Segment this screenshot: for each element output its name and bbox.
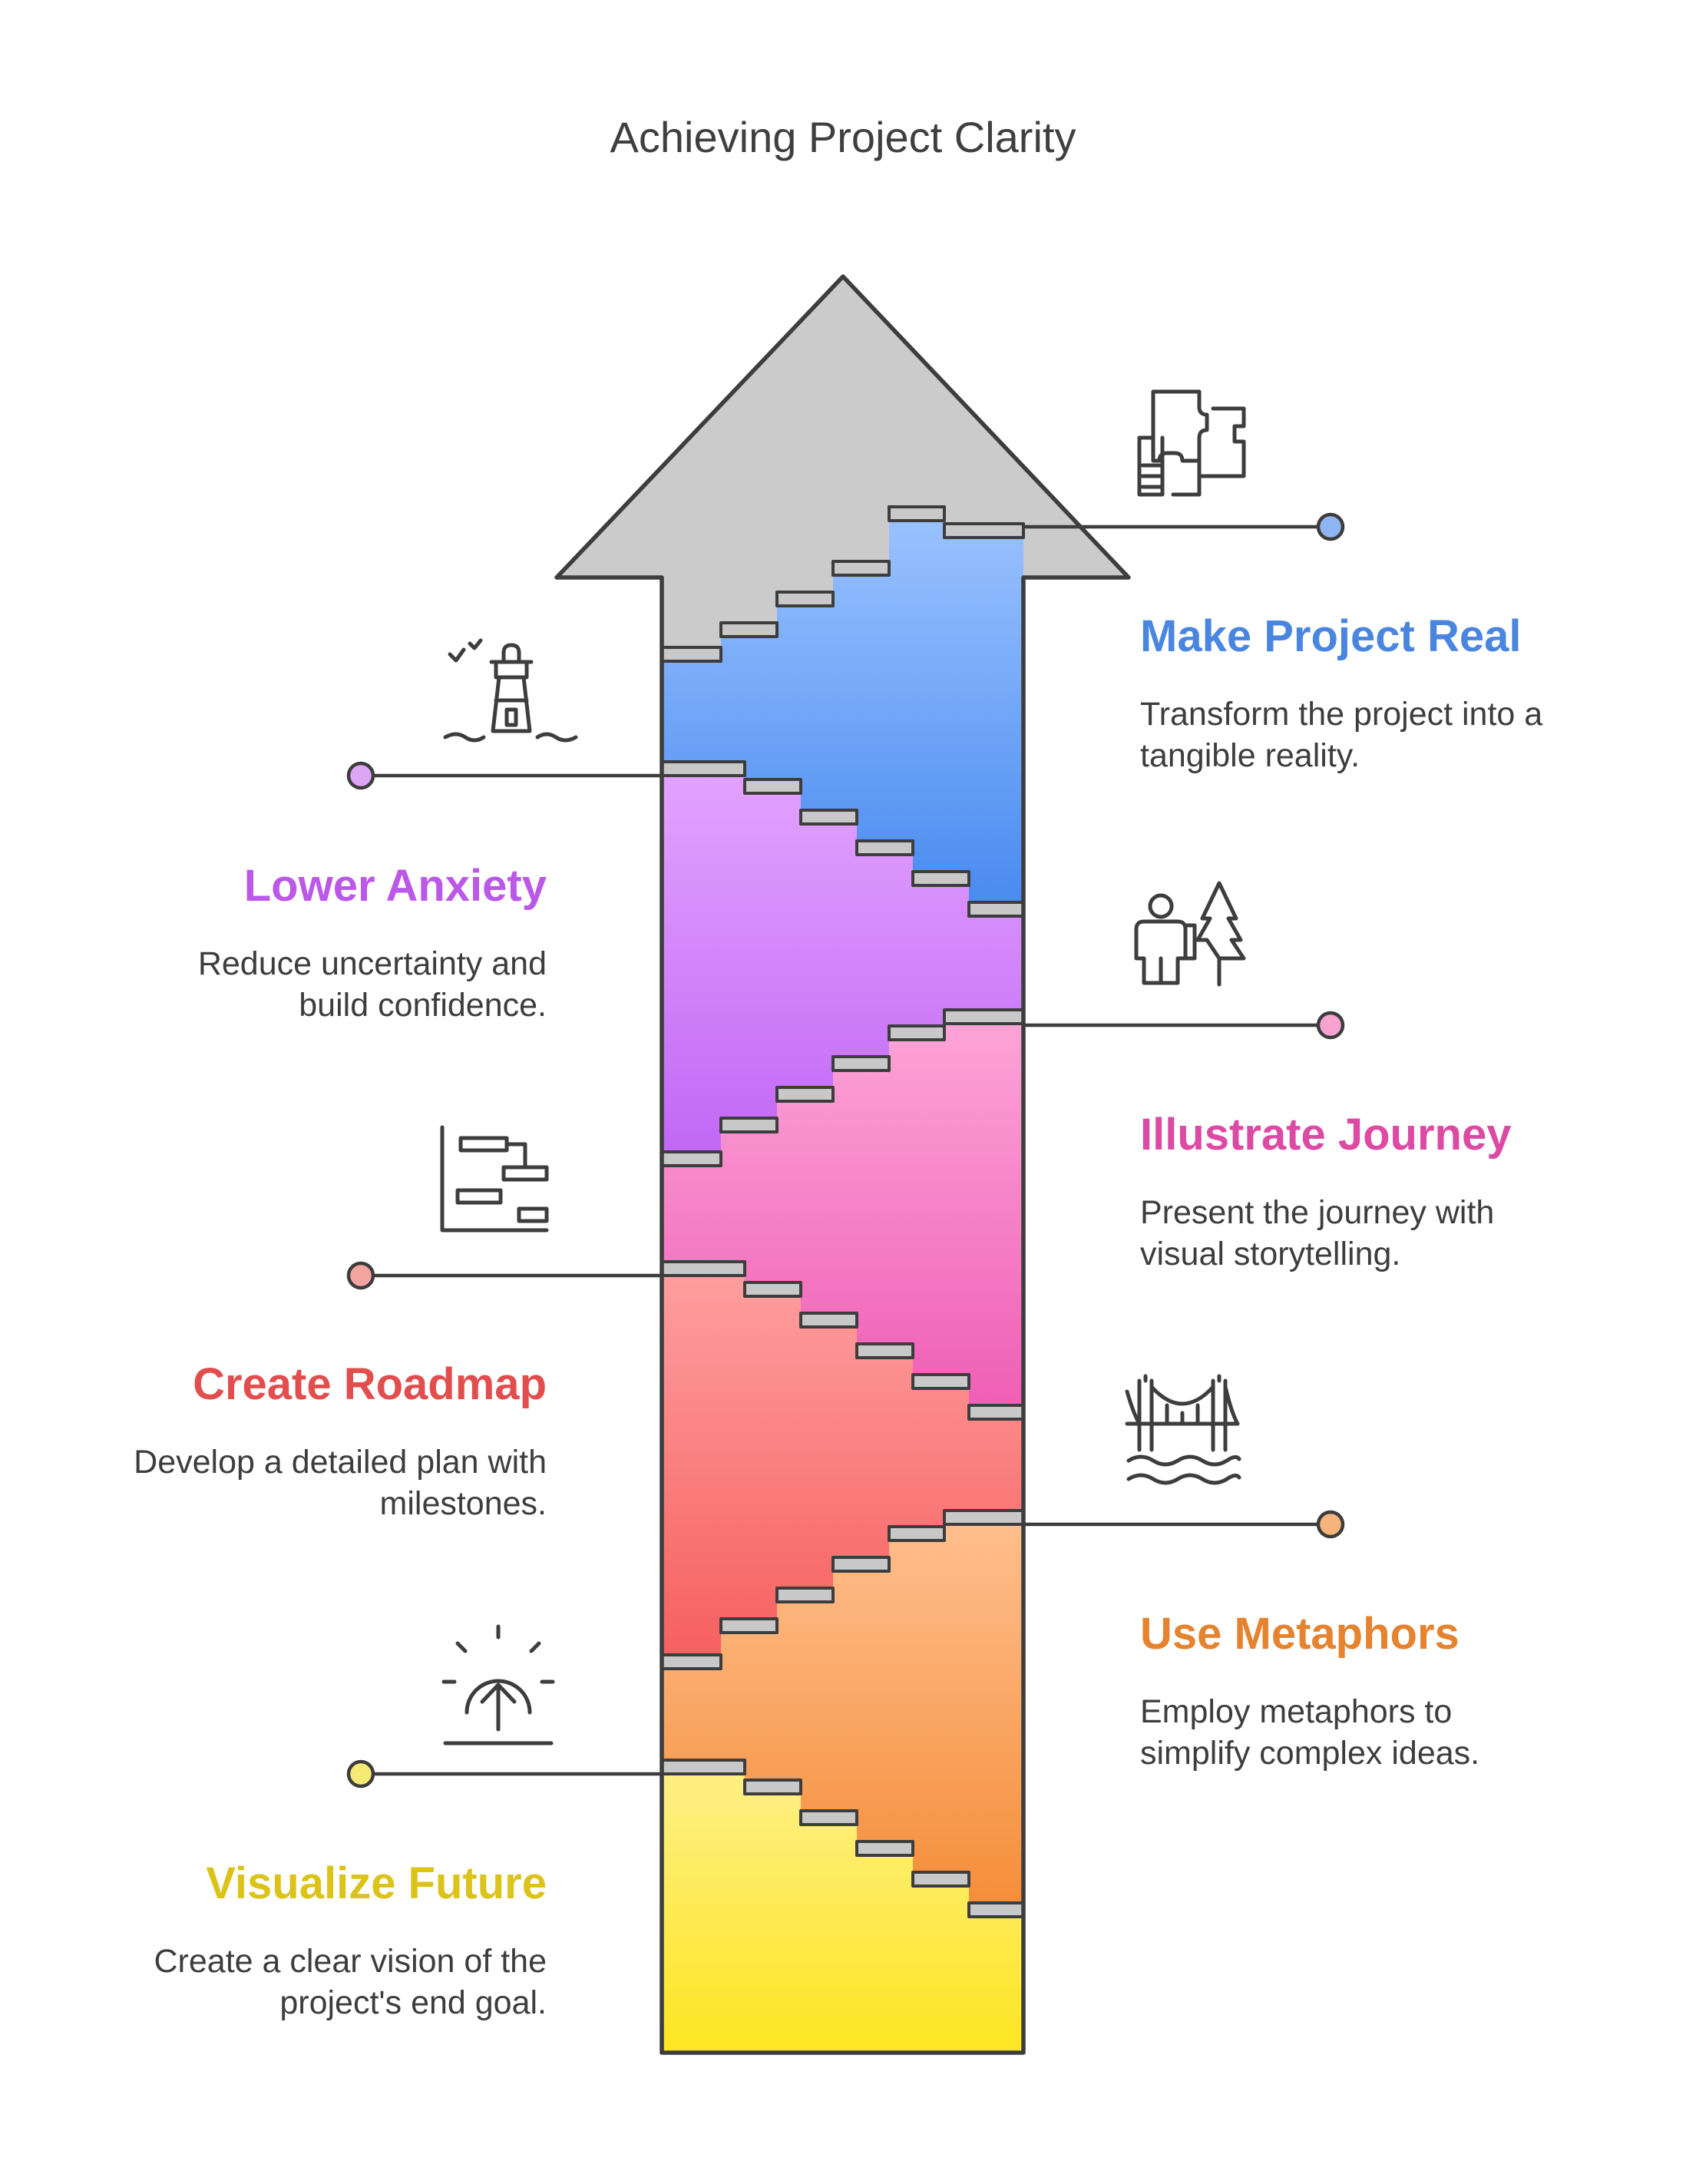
step-desc-line: Develop a detailed plan with [134, 1444, 547, 1481]
arrow-head-fill [557, 276, 1129, 647]
step-desc-line: tangible reality. [1140, 737, 1360, 774]
step-desc-line: Employ metaphors to [1140, 1693, 1452, 1730]
step-desc-line: Create a clear vision of the [154, 1943, 547, 1980]
step-desc-line: Reduce uncertainty and [198, 945, 547, 982]
bridge-icon [1125, 1374, 1241, 1485]
step-desc-line: build confidence. [299, 987, 547, 1024]
band-make-project-real [662, 507, 1023, 902]
step-title: Create Roadmap [193, 1359, 547, 1409]
sunrise-icon [441, 1624, 555, 1746]
step-title: Visualize Future [206, 1858, 547, 1908]
label-make-project-real: Make Project Real Transform the project … [1140, 611, 1542, 774]
label-use-metaphors: Use Metaphors Employ metaphors to simpli… [1140, 1609, 1479, 1772]
step-desc-line: simplify complex ideas. [1140, 1735, 1479, 1772]
band-create-roadmap [662, 1262, 1023, 1655]
step-desc-line: Present the journey with [1140, 1194, 1494, 1231]
connector-dot-lower-anxiety [346, 761, 375, 790]
connector-dot-create-roadmap [346, 1261, 375, 1290]
arrow-outline [554, 274, 1131, 2055]
puzzle-icon [1137, 389, 1246, 497]
step-title: Lower Anxiety [244, 861, 547, 911]
lighthouse-icon [443, 638, 578, 743]
step-title: Illustrate Journey [1140, 1110, 1511, 1160]
step-desc-line: project's end goal. [279, 1984, 547, 2021]
label-illustrate-journey: Illustrate Journey Present the journey w… [1140, 1110, 1511, 1272]
arrow-body [557, 276, 1129, 2053]
step-desc-line: milestones. [380, 1485, 547, 1522]
connectors [346, 512, 1345, 1789]
connector-dot-make-project-real [1316, 512, 1345, 541]
stair-treads [660, 505, 1025, 1918]
label-visualize-future: Visualize Future Create a clear vision o… [154, 1858, 547, 2021]
connector-dot-illustrate-journey [1316, 1011, 1345, 1040]
label-lower-anxiety: Lower Anxiety Reduce uncertainty and bui… [198, 861, 547, 1024]
connector-dot-use-metaphors [1316, 1510, 1345, 1539]
step-title: Make Project Real [1140, 611, 1521, 661]
step-title: Use Metaphors [1140, 1609, 1460, 1659]
band-illustrate-journey [662, 1010, 1023, 1405]
band-visualize-future [662, 1760, 1023, 2053]
step-desc-line: Transform the project into a [1140, 696, 1542, 733]
band-lower-anxiety [662, 762, 1023, 1152]
band-use-metaphors [662, 1511, 1023, 1903]
page-title: Achieving Project Clarity [610, 113, 1076, 161]
connector-dot-visualize-future [346, 1759, 375, 1789]
hiker-tree-icon [1134, 881, 1246, 987]
gantt-chart-icon [440, 1125, 549, 1233]
step-desc-line: visual storytelling. [1140, 1236, 1400, 1272]
label-create-roadmap: Create Roadmap Develop a detailed plan w… [134, 1359, 547, 1522]
